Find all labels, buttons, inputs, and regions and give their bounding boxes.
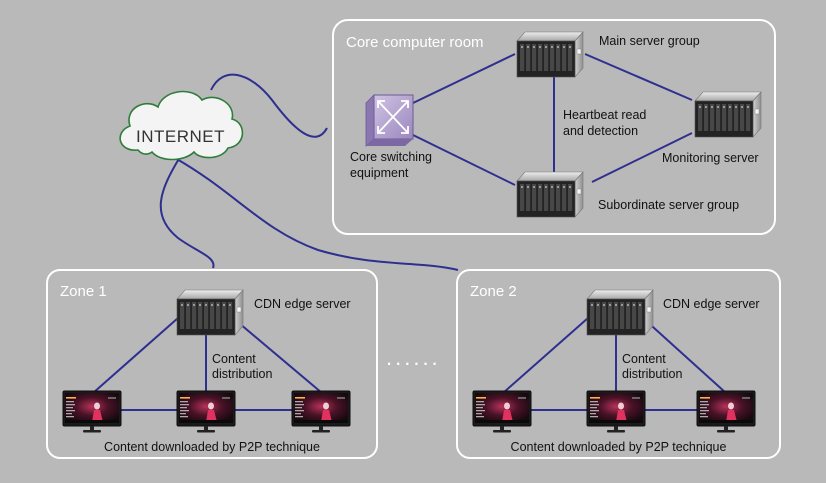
- cloud-icon: [119, 90, 244, 161]
- subordinate-server-icon: [516, 171, 584, 218]
- zone2-caption: Content downloaded by P2P technique: [510, 440, 727, 454]
- switch-label-line2: equipment: [350, 166, 409, 180]
- zone2-title: Zone 2: [470, 283, 517, 300]
- link-switch-to-main: [412, 53, 516, 104]
- zone1-link-server-to-left: [92, 317, 179, 394]
- zone1-monitor-middle-icon: [176, 390, 236, 433]
- zone2-monitor-left-icon: [472, 390, 532, 433]
- internet-label: INTERNET: [136, 127, 225, 146]
- zone1-box: [46, 269, 378, 459]
- zone1-link-server-to-right: [232, 317, 323, 394]
- monitoring-server-label: Monitoring server: [662, 151, 759, 165]
- switch-icon: [365, 94, 414, 147]
- monitoring-server-icon: [694, 91, 762, 138]
- zone1-distribution-line2: distribution: [212, 367, 273, 381]
- link-cloud-to-switch: [210, 73, 328, 138]
- link-switch-to-subordinate: [412, 134, 516, 186]
- core-room-title: Core computer room: [346, 34, 484, 51]
- zone2-distribution-line1: Content: [622, 352, 666, 366]
- zone2-box: [456, 269, 781, 459]
- zone2-edge-server-label: CDN edge server: [663, 297, 760, 311]
- zone2-link-server-to-right: [642, 317, 727, 394]
- main-server-icon: [516, 31, 584, 78]
- zone1-caption: Content downloaded by P2P technique: [104, 440, 320, 454]
- heartbeat-label-line1: Heartbeat read: [563, 108, 647, 122]
- network-links: [92, 53, 727, 411]
- zone1-monitor-left-icon: [62, 390, 122, 433]
- link-main-to-monitoring: [584, 53, 693, 101]
- zone2-link-server-to-left: [502, 317, 589, 394]
- zone2-distribution-line2: distribution: [622, 367, 683, 381]
- link-subordinate-to-monitoring: [591, 132, 693, 183]
- zone1-distribution-line1: Content: [212, 352, 256, 366]
- heartbeat-label-line2: and detection: [563, 124, 639, 138]
- switch-label-line1: Core switching: [350, 150, 432, 164]
- zone1-edge-server-label: CDN edge server: [254, 297, 351, 311]
- zone1-edge-server-icon: [176, 289, 244, 336]
- core-room-box: [332, 19, 776, 235]
- zone2-edge-server-icon: [586, 289, 654, 336]
- link-cloud-to-zone1: [159, 156, 215, 269]
- zone2-monitor-middle-icon: [586, 390, 646, 433]
- subordinate-server-label: Subordinate server group: [598, 198, 740, 212]
- zone-separator-dots: ......: [386, 345, 441, 370]
- zone1-title: Zone 1: [60, 283, 107, 300]
- link-cloud-to-zone2: [174, 157, 459, 271]
- zone1-monitor-right-icon: [291, 390, 351, 433]
- zone2-monitor-right-icon: [696, 390, 756, 433]
- main-server-label: Main server group: [599, 34, 700, 48]
